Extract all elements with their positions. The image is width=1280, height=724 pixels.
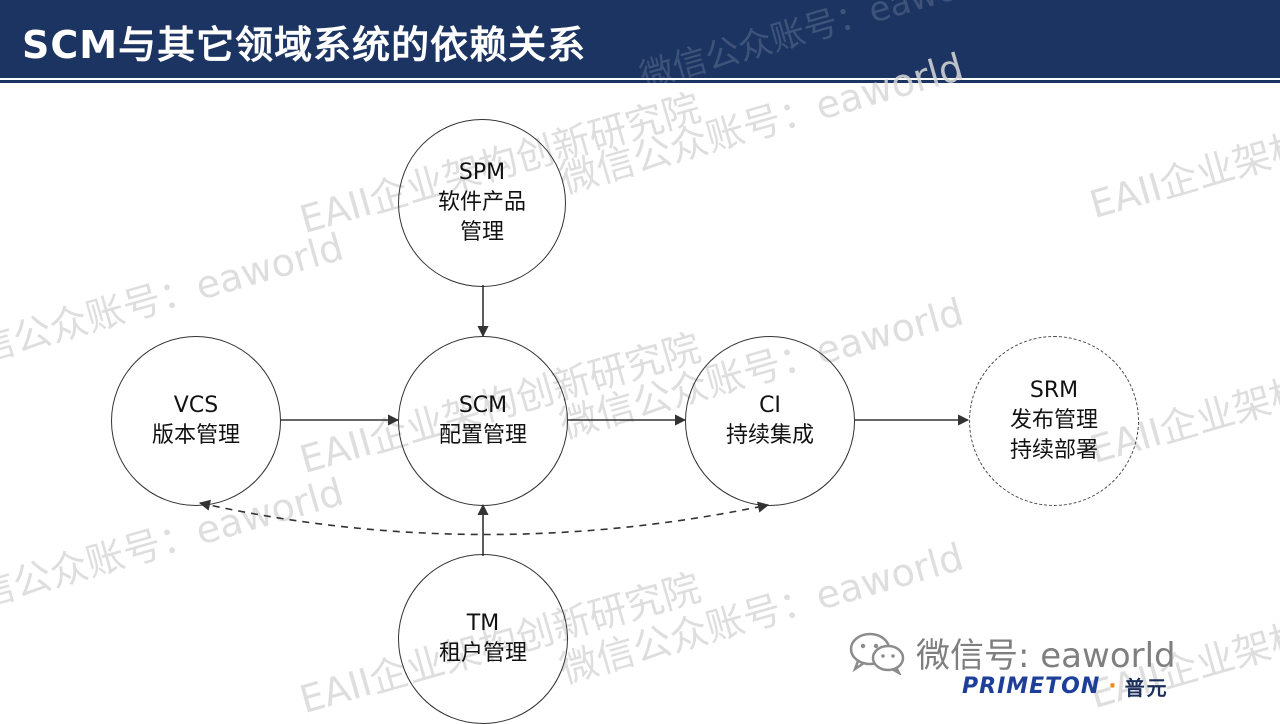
node-srm: SRM 发布管理 持续部署 <box>969 336 1139 506</box>
node-ci: CI 持续集成 <box>685 336 855 506</box>
node-spm: SPM 软件产品 管理 <box>398 119 566 287</box>
node-srm-label-1: 发布管理 <box>1009 408 1098 433</box>
node-spm-label-1: 软件产品 <box>437 190 526 215</box>
node-spm-label-2: 管理 <box>459 220 504 245</box>
primeton-logo: PRIMETON · 普元 <box>962 672 1169 701</box>
node-spm-abbr: SPM <box>458 160 506 185</box>
logo-dot: · <box>1108 674 1117 699</box>
node-tm-abbr: TM <box>466 611 500 636</box>
node-vcs: VCS 版本管理 <box>111 336 281 506</box>
node-scm: SCM 配置管理 <box>398 336 568 506</box>
logo-text-cn: 普元 <box>1124 676 1169 700</box>
wechat-id-text: 微信号: eaworld <box>916 636 1176 676</box>
node-vcs-abbr: VCS <box>173 393 219 418</box>
wechat-icon <box>849 632 905 675</box>
node-srm-label-2: 持续部署 <box>1009 438 1098 463</box>
title-underline <box>0 80 1280 83</box>
node-ci-abbr: CI <box>759 393 781 418</box>
node-scm-label: 配置管理 <box>438 423 527 448</box>
node-srm-abbr: SRM <box>1029 378 1079 403</box>
title-bar <box>0 0 1280 78</box>
page-title: SCM与其它领域系统的依赖关系 <box>22 23 587 67</box>
wechat-id: 微信号: eaworld <box>848 628 1176 677</box>
edge-vcs-ci-dashed <box>198 499 770 536</box>
node-scm-abbr: SCM <box>458 393 508 418</box>
node-tm-label: 租户管理 <box>438 641 527 666</box>
logo-text-en: PRIMETON <box>962 674 1101 699</box>
node-tm: TM 租户管理 <box>398 554 568 724</box>
node-vcs-label: 版本管理 <box>151 423 240 448</box>
node-ci-label: 持续集成 <box>725 423 814 448</box>
